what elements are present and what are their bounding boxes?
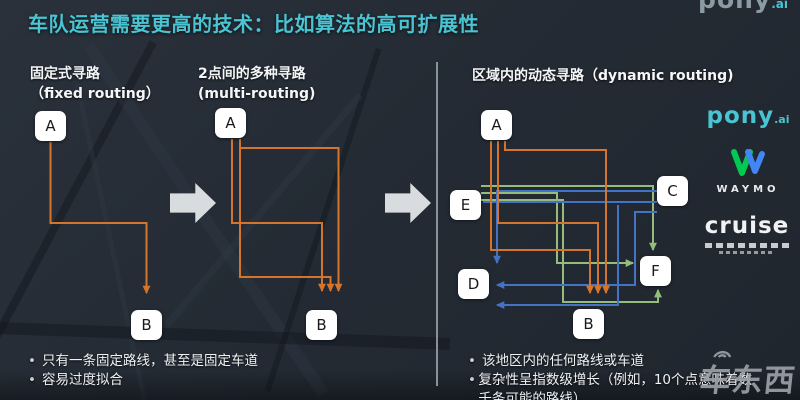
note-item: • 该地区内的任何路线或车道 — [468, 352, 760, 371]
fixed-routing-heading: 固定式寻路 （fixed routing） — [30, 64, 160, 104]
note-item: • 复杂性呈指数级增长（例如，10个点意味着数千条可能的路线） — [468, 371, 760, 400]
note-text: 容易过度拟合 — [42, 372, 123, 388]
bullet-icon: • — [28, 372, 36, 388]
node-a: A — [35, 111, 66, 141]
multi-routing-heading: 2点间的多种寻路 (multi-routing) — [198, 64, 315, 104]
multi-routing-diagram: A B — [195, 105, 360, 345]
bullet-icon: • — [468, 353, 476, 369]
pony-ai-logo-suffix: .ai — [774, 113, 790, 126]
node-d: D — [458, 269, 489, 299]
section-divider — [436, 62, 438, 386]
dynamic-routing-heading: 区域内的动态寻路（dynamic routing) — [472, 68, 734, 84]
waymo-logo-text: WAYMO — [716, 184, 780, 195]
watermark-text: 车东西 — [697, 363, 798, 399]
multi-routing-paths — [231, 139, 343, 293]
node-e: E — [450, 190, 481, 220]
pony-logo-partial: pony.ai — [696, 0, 788, 17]
bullet-icon: • — [28, 353, 36, 369]
note-text: 复杂性呈指数级增长（例如，10个点意味着数千条可能的路线） — [478, 372, 753, 400]
fixed-routing-heading-en: （fixed routing） — [30, 86, 160, 102]
node-f: F — [640, 256, 671, 286]
multi-routing-heading-en: (multi-routing) — [198, 86, 316, 102]
node-b: B — [573, 309, 604, 339]
note-item: • 只有一条固定路线，甚至是固定车道 — [28, 352, 388, 371]
node-a: A — [215, 108, 246, 138]
note-text: 该地区内的任何路线或车道 — [482, 353, 644, 369]
dynamic-routing-paths — [481, 141, 662, 309]
pony-logo-text: pony — [698, 0, 771, 14]
pony-ai-logo-text: pony — [706, 103, 775, 129]
multi-routing-heading-zh: 2点间的多种寻路 — [198, 66, 306, 82]
dynamic-routing-diagram: A C E D F B — [445, 105, 700, 345]
page-title: 车队运营需要更高的技术：比如算法的高可扩展性 — [28, 12, 479, 36]
watermark-cheyanxi: 车东西 — [697, 350, 799, 400]
waymo-w-icon — [731, 149, 765, 176]
bullet-icon: • — [468, 372, 476, 388]
fixed-routing-paths — [49, 142, 151, 295]
cruise-logo-dashes — [719, 251, 775, 254]
node-c: C — [657, 176, 688, 206]
dynamic-routing-notes: • 该地区内的任何路线或车道 • 复杂性呈指数级增长（例如，10个点意味着数千条… — [468, 352, 760, 400]
pony-ai-logo: pony.ai — [702, 103, 794, 129]
fixed-routing-heading-zh: 固定式寻路 — [30, 66, 100, 82]
cruise-logo-text: cruise — [704, 213, 790, 239]
signal-icon — [713, 350, 732, 358]
cruise-logo: cruise — [698, 213, 796, 254]
fixed-routing-notes: • 只有一条固定路线，甚至是固定车道 • 容易过度拟合 — [28, 352, 388, 390]
note-item: • 容易过度拟合 — [28, 371, 388, 390]
waymo-logo: WAYMO — [702, 148, 794, 195]
note-text: 只有一条固定路线，甚至是固定车道 — [42, 353, 258, 369]
cruise-logo-dashes — [705, 243, 789, 248]
fixed-routing-diagram: A B — [25, 105, 190, 345]
node-a: A — [481, 110, 512, 140]
node-b: B — [306, 310, 337, 340]
node-b: B — [131, 310, 162, 340]
pony-logo-suffix: .ai — [771, 0, 788, 11]
